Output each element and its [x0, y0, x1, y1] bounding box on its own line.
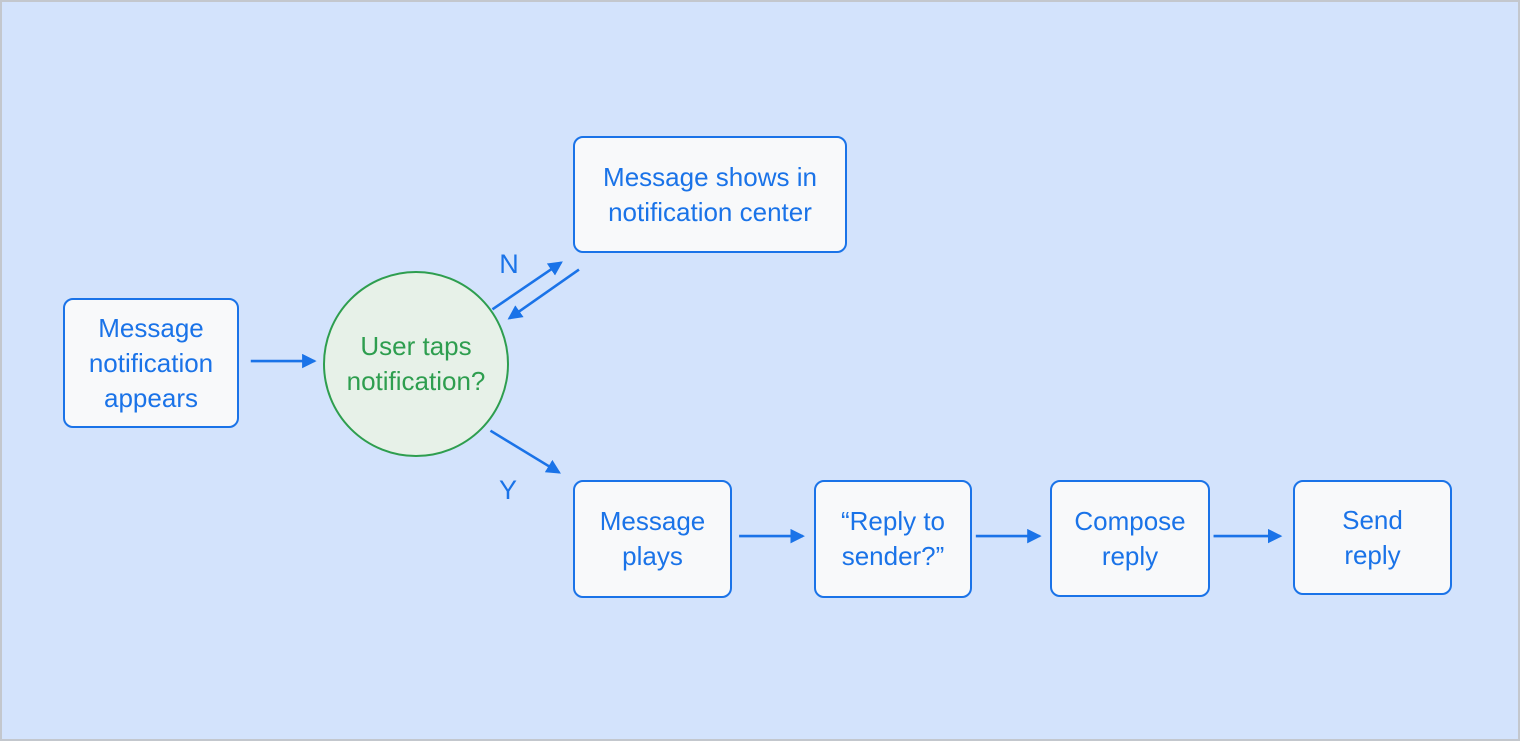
branch-label-yes: Y	[498, 475, 517, 505]
edge-decision-to-message-plays	[489, 429, 561, 474]
node-label: Send reply	[1342, 504, 1403, 570]
node-label: User taps notification?	[346, 331, 486, 396]
node-label: Message plays	[599, 506, 706, 571]
node-label: “Reply to sender?”	[840, 506, 946, 571]
node-label: Message notification appears	[88, 312, 214, 413]
node-user-taps-notification-decision: User taps notification?	[323, 271, 509, 457]
node-send-reply: Send reply	[1293, 480, 1452, 595]
node-message-shows-in-notification-center: Message shows in notification center	[573, 136, 847, 253]
edge-decision-to-notification-center	[491, 261, 563, 311]
node-label: Message shows in notification center	[603, 161, 817, 227]
node-label: Compose reply	[1074, 505, 1186, 571]
edge-notification-center-to-decision	[507, 268, 580, 320]
node-compose-reply: Compose reply	[1050, 480, 1210, 597]
node-reply-to-sender: “Reply to sender?”	[814, 480, 972, 598]
branch-label-no: N	[499, 249, 519, 279]
node-message-plays: Message plays	[573, 480, 732, 598]
node-message-notification-appears: Message notification appears	[63, 298, 239, 428]
